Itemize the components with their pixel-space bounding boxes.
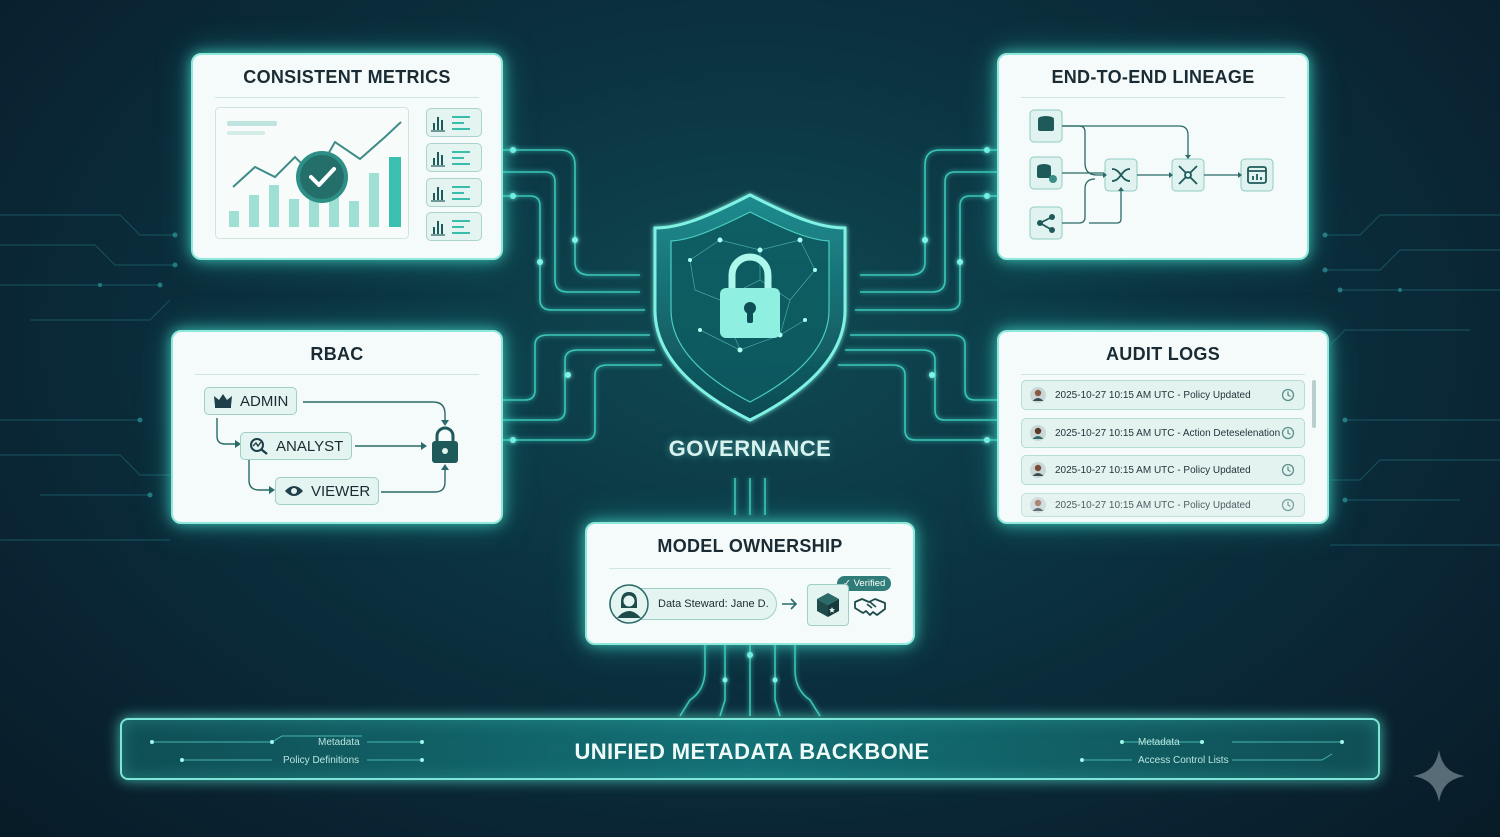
card-title: CONSISTENT METRICS (243, 67, 451, 87)
role-analyst[interactable]: ANALYST (240, 432, 353, 460)
user-avatar-icon (609, 584, 649, 624)
end-to-end-lineage-card: END-TO-END LINEAGE (997, 53, 1309, 260)
user-avatar-icon (1030, 425, 1046, 441)
log-entry[interactable]: 2025-10-27 10:15 AM UTC - Policy Updated (1021, 493, 1305, 517)
shield-lock-icon (653, 193, 847, 422)
verified-label: Verified (853, 578, 886, 589)
role-label: VIEWER (311, 482, 371, 500)
role-label: ANALYST (276, 437, 344, 455)
backbone-circuit (150, 735, 1344, 762)
card-title: END-TO-END LINEAGE (1051, 67, 1255, 87)
metric-chip-icons (430, 116, 471, 236)
verified-badge: ✓ Verified (837, 576, 892, 591)
check-icon (296, 151, 348, 203)
role-admin[interactable]: ADMIN (204, 387, 298, 415)
analyst-icon (250, 438, 268, 455)
handshake-icon (854, 598, 886, 616)
arrow-right-icon (782, 598, 798, 610)
role-label: ADMIN (240, 392, 289, 410)
lock-icon (432, 426, 458, 463)
card-title: RBAC (310, 344, 364, 364)
backbone-tag: Access Control Lists (1138, 755, 1229, 766)
user-avatar-icon (1030, 462, 1046, 478)
backbone-tag: Metadata (1138, 737, 1180, 748)
clock-icon (1281, 498, 1295, 512)
consistent-metrics-card: CONSISTENT METRICS (191, 53, 503, 260)
eye-icon (285, 486, 303, 496)
steward-label: Data Steward: Jane D. (658, 598, 769, 610)
network-icon (1171, 158, 1205, 192)
crown-icon (214, 394, 232, 408)
governance-label: GOVERNANCE (668, 436, 832, 461)
card-title: MODEL OWNERSHIP (657, 536, 843, 556)
lineage-flow (1029, 109, 1274, 240)
backbone-tag: Metadata (318, 737, 360, 748)
clock-icon (1281, 426, 1295, 440)
rbac-connectors (216, 401, 458, 494)
log-entry[interactable]: 2025-10-27 10:15 AM UTC - Policy Updated (1021, 455, 1305, 485)
clock-icon (1281, 463, 1295, 477)
backbone-tag: Policy Definitions (283, 755, 360, 766)
scrollbar[interactable] (1312, 380, 1316, 428)
backbone-title: UNIFIED METADATA BACKBONE (574, 739, 930, 764)
model-ownership-card: MODEL OWNERSHIP Data Steward: Jane D. ✓ … (585, 522, 915, 645)
sparkle-icon (1413, 750, 1465, 802)
log-entry[interactable]: 2025-10-27 10:15 AM UTC - Policy Updated (1021, 380, 1305, 410)
user-avatar-icon (1030, 387, 1046, 403)
clock-icon (1281, 388, 1295, 402)
metadata-backbone: Metadata Policy Definitions UNIFIED META… (120, 718, 1380, 780)
rbac-card: RBAC ADMIN ANALYST VIEWER (171, 330, 503, 524)
metrics-chart (215, 107, 409, 239)
card-title: AUDIT LOGS (1106, 344, 1220, 364)
user-avatar-icon (1030, 497, 1046, 513)
log-entry[interactable]: 2025-10-27 10:15 AM UTC - Action Detesel… (1021, 418, 1305, 448)
share-nodes-icon (1029, 206, 1063, 240)
audit-logs-card: AUDIT LOGS 2025-10-27 10:15 AM UTC - Pol… (997, 330, 1329, 524)
role-viewer[interactable]: VIEWER (275, 477, 380, 505)
cube-icon (817, 593, 839, 617)
